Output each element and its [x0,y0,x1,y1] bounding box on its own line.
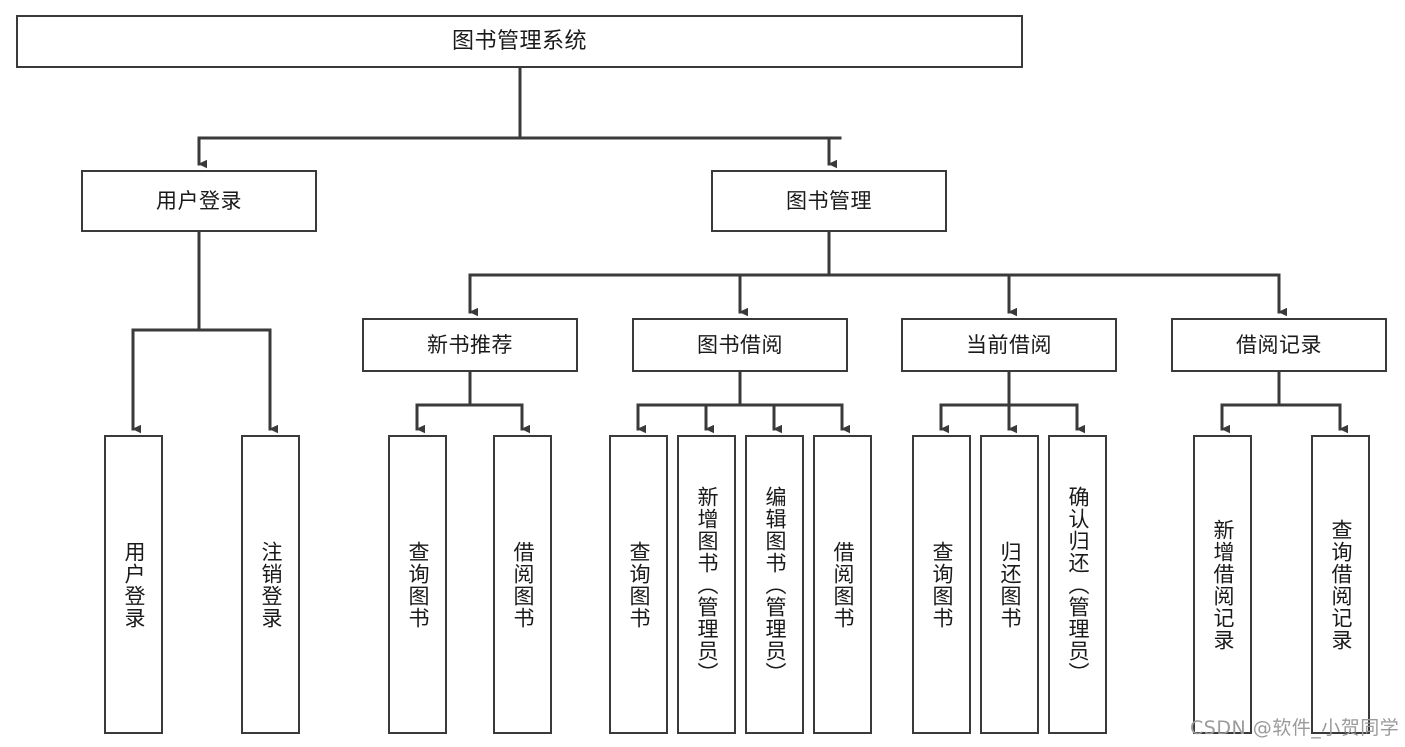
node-label: 当前借阅 [966,332,1052,357]
node-label: 查询图书 [627,540,651,629]
node-label: 新书推荐 [427,332,513,357]
node-label: 借阅图书 [831,540,855,629]
node-leaf-query-book-recommend[interactable]: 查询图书 [388,435,447,734]
node-leaf-add-borrow-record[interactable]: 新增借阅记录 [1193,435,1252,734]
node-label: 查询借阅记录 [1329,518,1353,651]
node-book-borrow[interactable]: 图书借阅 [632,318,848,372]
node-leaf-query-book-current[interactable]: 查询图书 [912,435,971,734]
node-label: 图书借阅 [697,332,783,357]
node-leaf-edit-book-admin[interactable]: 编辑图书（管理员） [745,435,804,734]
node-leaf-user-login[interactable]: 用户登录 [104,435,163,734]
node-new-book-recommend[interactable]: 新书推荐 [362,318,578,372]
node-label: 查询图书 [406,540,430,629]
node-label: 新增借阅记录 [1211,518,1235,651]
node-label: 新增图书（管理员） [695,485,719,684]
node-label: 图书管理 [786,188,872,213]
node-label: 用户登录 [156,188,242,213]
node-label: 查询图书 [930,540,954,629]
node-leaf-borrow-book[interactable]: 借阅图书 [813,435,872,734]
node-label: 编辑图书（管理员） [763,485,787,684]
node-label: 借阅记录 [1236,332,1322,357]
node-leaf-logout[interactable]: 注销登录 [241,435,300,734]
node-root-system[interactable]: 图书管理系统 [16,15,1023,68]
node-leaf-borrow-book-recommend[interactable]: 借阅图书 [493,435,552,734]
node-leaf-query-book-borrow[interactable]: 查询图书 [609,435,668,734]
node-label: 注销登录 [259,540,283,629]
node-user-login[interactable]: 用户登录 [81,170,317,232]
node-leaf-confirm-return-admin[interactable]: 确认归还（管理员） [1048,435,1107,734]
watermark-text: CSDN @软件_小贺同学 [1190,717,1400,739]
node-leaf-add-book-admin[interactable]: 新增图书（管理员） [677,435,736,734]
node-label: 确认归还（管理员） [1066,485,1090,684]
node-borrow-record[interactable]: 借阅记录 [1171,318,1387,372]
node-leaf-return-book[interactable]: 归还图书 [980,435,1039,734]
node-current-borrow[interactable]: 当前借阅 [901,318,1117,372]
node-label: 归还图书 [998,540,1022,629]
node-label: 用户登录 [122,540,146,629]
node-label: 借阅图书 [511,540,535,629]
node-leaf-query-borrow-record[interactable]: 查询借阅记录 [1311,435,1370,734]
node-label: 图书管理系统 [451,28,587,54]
node-book-management[interactable]: 图书管理 [711,170,947,232]
